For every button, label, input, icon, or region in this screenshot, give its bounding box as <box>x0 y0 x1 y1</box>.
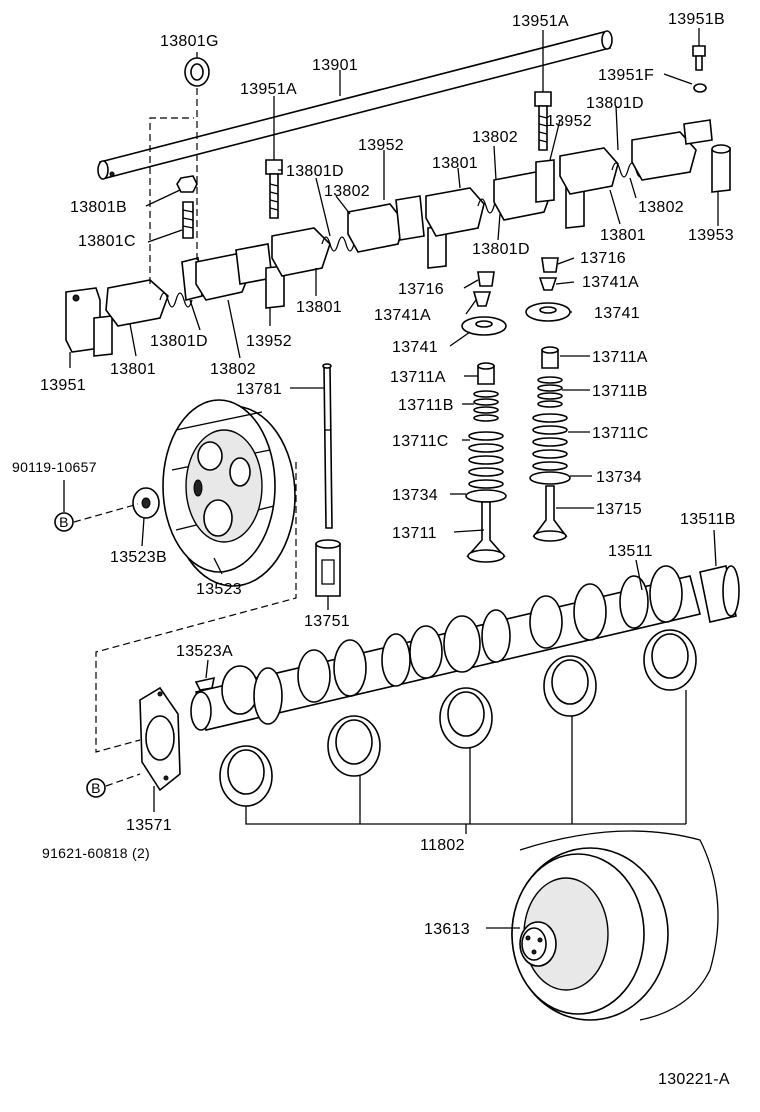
washer-13951F[interactable] <box>693 83 707 93</box>
key-13523A[interactable] <box>194 676 216 691</box>
label-13711B-right: 13711B <box>592 383 648 400</box>
label-13523B: 13523B <box>110 549 167 566</box>
ref-marker-b-top: B <box>54 512 74 532</box>
label-13511: 13511 <box>608 543 653 560</box>
bearing-11802-5[interactable] <box>643 629 697 691</box>
label-13951F: 13951F <box>598 67 654 84</box>
label-13952-right: 13952 <box>546 113 592 130</box>
label-13802-top: 13802 <box>472 129 518 146</box>
bearing-11802-2[interactable] <box>327 715 381 777</box>
label-13952-lower: 13952 <box>246 333 292 350</box>
label-13781: 13781 <box>236 381 282 398</box>
diagram-id: 130221-A <box>658 1071 730 1088</box>
nut-13801B[interactable] <box>176 175 198 193</box>
label-13734-left: 13734 <box>392 487 438 504</box>
label-13901: 13901 <box>312 57 358 74</box>
label-13952-top: 13952 <box>358 137 404 154</box>
svg-text:B: B <box>91 780 101 796</box>
label-13801C: 13801C <box>78 233 136 250</box>
label-13951: 13951 <box>40 377 86 394</box>
label-13801-lower: 13801 <box>296 299 342 316</box>
label-11802: 11802 <box>420 837 465 854</box>
keeper-13716-right[interactable] <box>541 257 559 273</box>
keeper-13741A-right[interactable] <box>538 277 558 291</box>
retainer-13741-right[interactable] <box>525 302 571 322</box>
label-13741-left: 13741 <box>392 339 438 356</box>
label-13801B: 13801B <box>70 199 127 216</box>
plug-13511B[interactable] <box>699 565 740 623</box>
label-13801-mid: 13801 <box>432 155 478 172</box>
label-13511B: 13511B <box>680 511 736 528</box>
label-13711C-left: 13711C <box>392 433 449 450</box>
label-13711C-right: 13711C <box>592 425 649 442</box>
retainer-13741-left[interactable] <box>461 316 507 336</box>
label-13711B-left: 13711B <box>398 397 454 414</box>
label-13951A-left: 13951A <box>240 81 297 98</box>
label-13801-right: 13801 <box>600 227 646 244</box>
keeper-13741A-left[interactable] <box>472 291 492 307</box>
bolt-13951A-left[interactable] <box>265 159 283 219</box>
rocker-shaft-13901[interactable] <box>97 30 613 180</box>
label-13802-lower: 13802 <box>210 361 256 378</box>
label-13801-left: 13801 <box>110 361 156 378</box>
label-13523: 13523 <box>196 581 242 598</box>
label-13951B: 13951B <box>668 11 725 28</box>
camshaft-13511[interactable] <box>190 565 701 731</box>
label-13571: 13571 <box>126 817 172 834</box>
bearing-11802-4[interactable] <box>543 655 597 717</box>
bearing-11802-1[interactable] <box>219 745 273 807</box>
camshaft-timing-gear-13523[interactable] <box>162 399 296 587</box>
label-13802-right: 13802 <box>638 199 684 216</box>
idler-gear-13613[interactable] <box>511 830 719 1021</box>
label-13716-right: 13716 <box>580 250 626 267</box>
label-13801G: 13801G <box>160 33 219 50</box>
washer-13523B[interactable] <box>132 487 160 519</box>
label-13523A: 13523A <box>176 643 233 660</box>
label-13741A-left: 13741A <box>374 307 431 324</box>
label-13716-left: 13716 <box>398 281 444 298</box>
label-13715: 13715 <box>596 501 642 518</box>
label-13741-right: 13741 <box>594 305 640 322</box>
ref-marker-b-bottom: B <box>86 778 106 798</box>
part-labels: 13801G 13901 13951A 13951B 13951F 13951A… <box>12 11 736 1088</box>
label-90119-10657: 90119-10657 <box>12 459 97 475</box>
label-13801D-right: 13801D <box>286 163 344 180</box>
label-13953: 13953 <box>688 227 734 244</box>
bearing-11802-3[interactable] <box>439 687 493 749</box>
valve-assembly-right[interactable] <box>529 346 571 542</box>
label-13741A-right: 13741A <box>582 274 639 291</box>
lifter-13751[interactable] <box>315 539 341 597</box>
leader-lines <box>63 28 719 929</box>
keeper-13716-left[interactable] <box>477 271 495 287</box>
label-13711A-right: 13711A <box>592 349 648 366</box>
label-91621-60818: 91621-60818 (2) <box>42 845 150 861</box>
label-13734-right: 13734 <box>596 469 642 486</box>
label-13951A-top: 13951A <box>512 13 569 30</box>
label-13711A-left: 13711A <box>390 369 446 386</box>
label-13801D-top: 13801D <box>586 95 644 112</box>
rocker-arm-assembly[interactable] <box>65 119 731 357</box>
label-13751: 13751 <box>304 613 350 630</box>
label-13711: 13711 <box>392 525 437 542</box>
bolt-13951A-top[interactable] <box>534 91 552 151</box>
seal-13801G[interactable] <box>184 57 210 87</box>
label-13801D-mid: 13801D <box>472 241 530 258</box>
adjust-screw-13801C[interactable] <box>182 201 194 239</box>
dashed-guides <box>73 88 297 787</box>
thrust-plate-13571[interactable] <box>139 686 181 792</box>
valve-assembly-left[interactable] <box>465 362 507 563</box>
label-13801D-lower: 13801D <box>150 333 208 350</box>
label-13613: 13613 <box>424 921 470 938</box>
label-13802-mid: 13802 <box>324 183 370 200</box>
bolt-13951B[interactable] <box>692 45 706 71</box>
push-rod-13781[interactable] <box>322 363 333 529</box>
svg-text:B: B <box>59 514 69 530</box>
